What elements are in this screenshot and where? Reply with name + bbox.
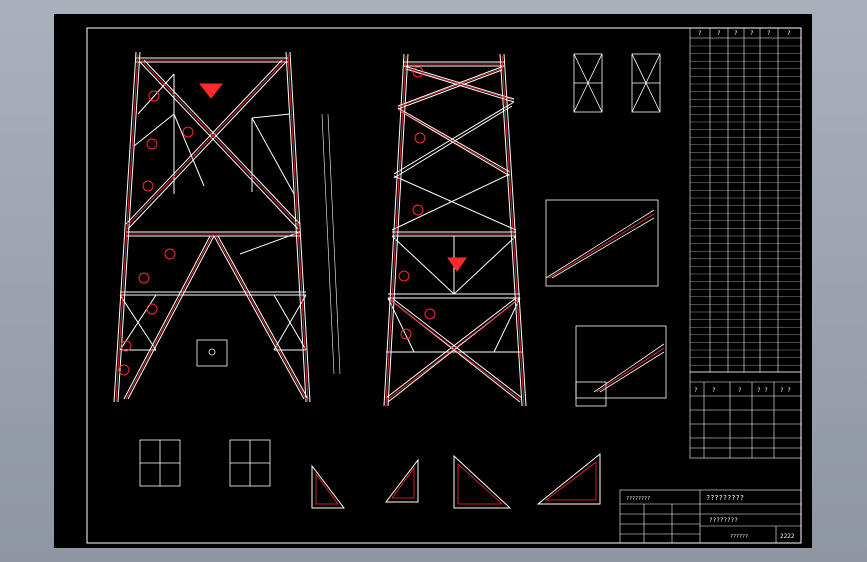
parts-header-2: ? (734, 30, 738, 37)
small-section-views (573, 53, 661, 113)
summary-header-3: ? ? (757, 387, 768, 394)
summary-header-1: ? (712, 387, 716, 394)
summary-table (689, 371, 802, 459)
drawing-border (86, 27, 802, 544)
parts-header-0: ? (698, 30, 702, 37)
triangle-gusset-details (311, 452, 601, 509)
title-block-number: 2222 (780, 533, 795, 540)
bolt-pattern-details (139, 439, 271, 487)
summary-header-0: ? (694, 387, 698, 394)
title-block-left: ???????? (626, 496, 650, 502)
parts-table-rows (690, 45, 801, 366)
title-block (619, 489, 802, 544)
gusset-detail-lower (575, 325, 667, 407)
summary-header-2: ? (738, 387, 742, 394)
drawing-sheet: ? ? ? ? ? ? ? ? ? ? ? ? ? (54, 14, 812, 548)
parts-header-4: ? (767, 30, 771, 37)
summary-table-header: ? ? ? ? ? ? ? (694, 387, 791, 394)
parts-header-5: ? (787, 30, 791, 37)
tower-red-members-left (115, 53, 309, 403)
parts-table-header: ? ? ? ? ? ? (698, 30, 791, 37)
tower-elevation-left (113, 51, 311, 403)
parts-header-3: ? (750, 30, 754, 37)
base-plate-detail (196, 339, 228, 367)
parts-table (689, 27, 802, 373)
panel-marks (118, 66, 467, 376)
parts-header-1: ? (717, 30, 721, 37)
tower-elevation-right (383, 53, 527, 407)
dimension-strip (321, 113, 341, 375)
gusset-detail-upper (545, 199, 659, 287)
title-block-title: ????????? (706, 494, 744, 502)
title-block-code: ?????? (730, 534, 748, 540)
title-block-subtitle: ???????? (709, 517, 738, 524)
summary-header-4: ? ? (780, 387, 791, 394)
